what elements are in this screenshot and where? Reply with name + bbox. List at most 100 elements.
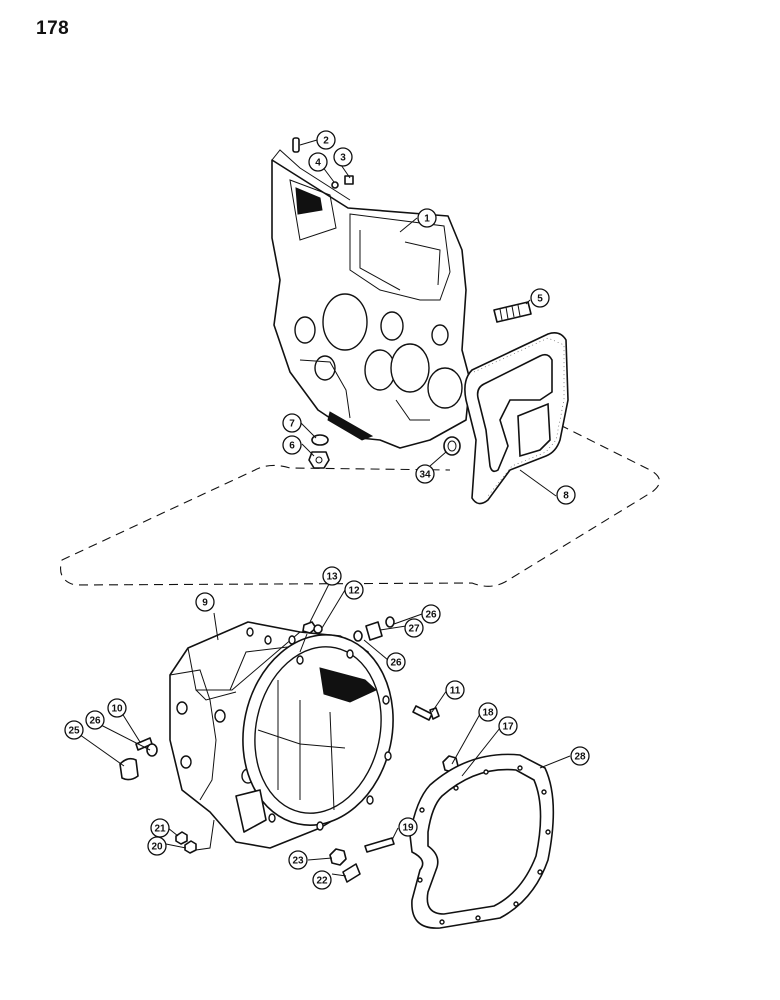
callout-c1: 1	[417, 208, 437, 228]
seal-part-34	[443, 436, 461, 456]
callout-c25: 25	[64, 720, 84, 740]
callout-circle	[404, 618, 424, 638]
leader-lines	[75, 139, 571, 877]
callout-c20: 20	[147, 836, 167, 856]
nut-part-20-21	[175, 831, 197, 854]
callout-c34: 34	[415, 464, 435, 484]
callout-c11: 11	[445, 680, 465, 700]
gasket-part-28	[409, 753, 555, 929]
callout-c13: 13	[322, 566, 342, 586]
callout-c8: 8	[556, 485, 576, 505]
washer-part-23	[329, 848, 347, 866]
callout-c4: 4	[308, 152, 328, 172]
callout-c26a: 26	[85, 710, 105, 730]
callout-c23: 23	[288, 850, 308, 870]
callout-label: 4	[315, 158, 321, 169]
callout-label: 19	[402, 823, 414, 834]
callout-c18: 18	[478, 702, 498, 722]
callout-c9: 9	[195, 592, 215, 612]
plug-part-3	[344, 175, 354, 185]
callout-circle	[195, 592, 215, 612]
callout-label: 26	[390, 658, 402, 669]
callout-circle	[570, 746, 590, 766]
callout-circle	[478, 702, 498, 722]
callout-label: 18	[482, 708, 494, 719]
callout-label: 3	[340, 153, 346, 164]
pin-part-2	[292, 137, 300, 153]
callout-circle	[316, 130, 336, 150]
callout-circle	[417, 208, 437, 228]
callout-label: 23	[292, 856, 304, 867]
callout-label: 21	[154, 824, 166, 835]
callout-label: 28	[574, 752, 586, 763]
callout-c2: 2	[316, 130, 336, 150]
callout-circle	[421, 604, 441, 624]
bolt-part-22	[342, 863, 361, 883]
callout-label: 9	[202, 598, 208, 609]
callout-circle	[150, 818, 170, 838]
callout-c3: 3	[333, 147, 353, 167]
callout-label: 13	[326, 572, 338, 583]
callout-label: 8	[563, 491, 569, 502]
callout-c17: 17	[498, 716, 518, 736]
callout-c26b: 26	[421, 604, 441, 624]
callout-circle	[556, 485, 576, 505]
callout-c28: 28	[570, 746, 590, 766]
screw-part-12-13	[302, 621, 323, 634]
callout-label: 6	[289, 441, 295, 452]
callout-c21: 21	[150, 818, 170, 838]
callout-label: 12	[348, 586, 360, 597]
callout-label: 17	[502, 722, 514, 733]
plug-part-25	[119, 757, 139, 781]
callout-label: 34	[419, 470, 431, 481]
alignment-outline	[60, 424, 661, 587]
callout-c22: 22	[312, 870, 332, 890]
callout-c6: 6	[282, 435, 302, 455]
callout-label: 7	[289, 419, 295, 430]
bolt-part-19	[364, 837, 395, 853]
callout-circle	[398, 817, 418, 837]
callout-circle	[308, 152, 328, 172]
callout-label: 2	[323, 136, 329, 147]
gasket-part-8	[464, 332, 569, 505]
callout-circle	[322, 566, 342, 586]
callout-circle	[288, 850, 308, 870]
callout-c5: 5	[530, 288, 550, 308]
callout-c12: 12	[344, 580, 364, 600]
callout-c19: 19	[398, 817, 418, 837]
seal-part-26-left	[146, 743, 158, 757]
callout-circle	[282, 413, 302, 433]
callout-circle	[85, 710, 105, 730]
callout-circle	[498, 716, 518, 736]
callout-label: 1	[424, 214, 430, 225]
washer-part-4	[331, 181, 339, 189]
callout-label: 27	[408, 624, 420, 635]
callout-circle	[344, 580, 364, 600]
callout-label: 25	[68, 726, 80, 737]
callout-circle	[282, 435, 302, 455]
callout-label: 26	[89, 716, 101, 727]
callout-label: 20	[151, 842, 163, 853]
callout-circle	[64, 720, 84, 740]
callout-c26c: 26	[386, 652, 406, 672]
transmission-housing	[271, 149, 471, 449]
fittings-part-26-27	[353, 616, 395, 642]
clutch-housing-part-9	[169, 621, 394, 849]
callout-circle	[107, 698, 127, 718]
callout-label: 11	[450, 686, 461, 697]
callout-circle	[530, 288, 550, 308]
callout-circle	[415, 464, 435, 484]
callout-c27: 27	[404, 618, 424, 638]
callout-circle	[333, 147, 353, 167]
callout-circle	[445, 680, 465, 700]
callout-label: 10	[111, 704, 123, 715]
callout-c10: 10	[107, 698, 127, 718]
callout-circle	[386, 652, 406, 672]
callout-label: 26	[425, 610, 437, 621]
page-number: 178	[36, 18, 70, 39]
callout-circle	[312, 870, 332, 890]
callout-label: 22	[316, 876, 328, 887]
stud-part-5	[493, 301, 532, 323]
callout-c7: 7	[282, 413, 302, 433]
